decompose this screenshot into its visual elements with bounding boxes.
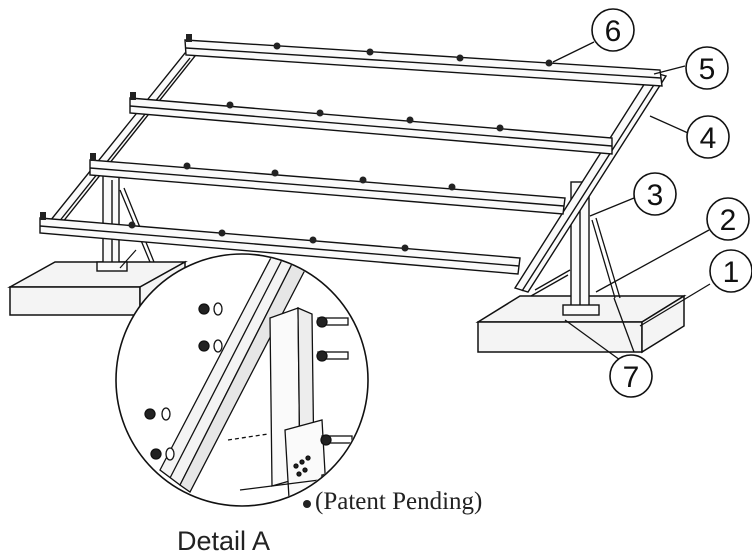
- callout-2-label: 2: [720, 204, 737, 237]
- detail-caption: Detail A: [177, 526, 271, 556]
- callout-6: 6: [591, 8, 635, 52]
- rail-1: [184, 39, 663, 87]
- rafter-right: [513, 71, 668, 293]
- detail-a-view: [115, 249, 369, 507]
- callout-4-label: 4: [700, 122, 717, 155]
- callout-4: 4: [686, 115, 730, 159]
- callout-3: 3: [633, 172, 677, 216]
- bullet-point: [303, 500, 311, 508]
- brace-right: [530, 217, 621, 299]
- leg-left: [96, 174, 128, 272]
- leader-lines: [552, 41, 711, 361]
- callout-1-label: 1: [723, 256, 740, 289]
- callout-7-label: 7: [623, 361, 640, 394]
- callout-7: 7: [609, 354, 653, 398]
- rail-3: [89, 159, 566, 215]
- rail-4: [39, 217, 521, 275]
- callout-2: 2: [706, 197, 750, 241]
- callout-5: 5: [685, 46, 729, 90]
- rafter-left: [44, 52, 197, 229]
- patent-pending-note: (Patent Pending): [315, 488, 483, 515]
- rail-2: [129, 97, 613, 155]
- callout-6-label: 6: [605, 15, 622, 48]
- ballast-block-right: [475, 294, 687, 354]
- clamps: [40, 34, 553, 252]
- callout-3-label: 3: [647, 179, 664, 212]
- callout-1: 1: [709, 249, 752, 293]
- callout-5-label: 5: [699, 53, 716, 86]
